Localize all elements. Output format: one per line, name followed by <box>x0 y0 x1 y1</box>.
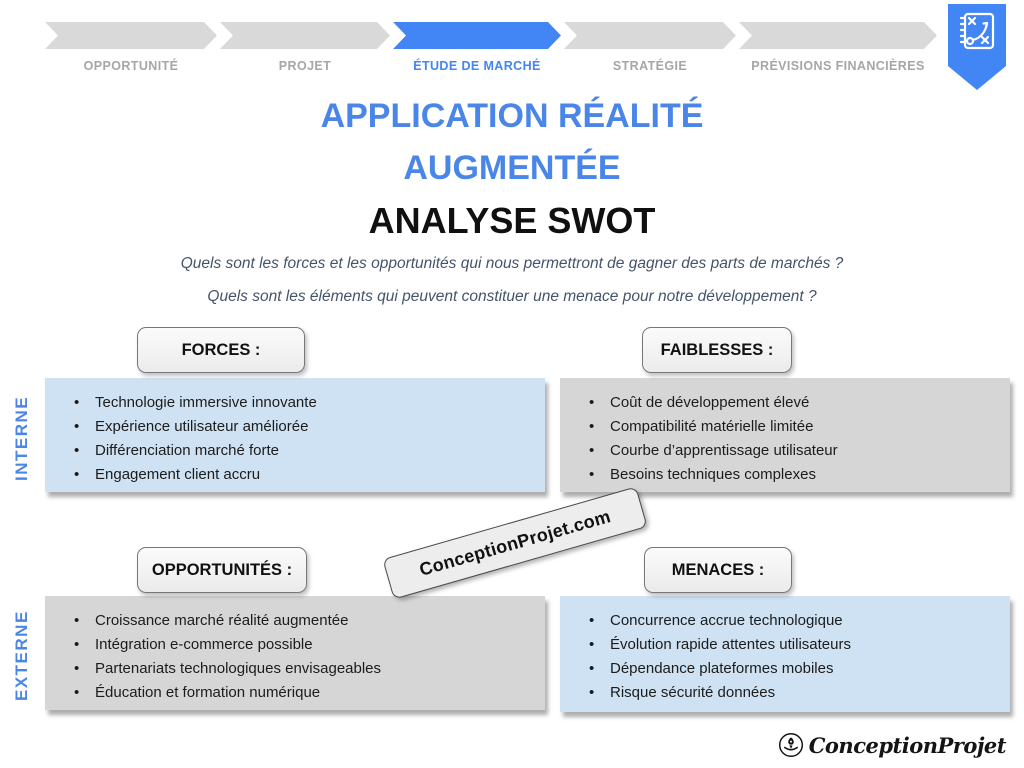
opportunites-panel: Croissance marché réalité augmentéeIntég… <box>45 596 545 710</box>
step-label: OPPORTUNITÉ <box>83 59 179 73</box>
page-title-line2: AUGMENTÉE <box>403 149 621 187</box>
opportunites-list: Croissance marché réalité augmentéeIntég… <box>45 596 545 705</box>
question-1: Quels sont les forces et les opportunité… <box>180 255 844 272</box>
menaces-list: Concurrence accrue technologiqueÉvolutio… <box>560 596 1010 705</box>
stepper-step-projet[interactable]: PROJET <box>220 22 390 73</box>
step-label: PROJET <box>278 59 332 73</box>
bullet-item: Coût de développement élevé <box>560 391 1002 415</box>
question-2: Quels sont les éléments qui peuvent cons… <box>207 288 817 305</box>
stepper-step-opportunite[interactable]: OPPORTUNITÉ <box>45 22 217 73</box>
bullet-item: Courbe d’apprentissage utilisateur <box>560 439 1002 463</box>
axis-label-interne: INTERNE <box>12 395 31 481</box>
step-label: PRÉVISIONS FINANCIÈRES <box>751 59 925 73</box>
step-label: STRATÉGIE <box>612 59 688 73</box>
faiblesses-header: FAIBLESSES : <box>642 327 792 373</box>
bullet-item: Croissance marché réalité augmentée <box>45 609 537 633</box>
title-block: APPLICATION RÉALITÉ AUGMENTÉE ANALYSE SW… <box>0 90 1024 244</box>
bullet-item: Engagement client accru <box>45 463 537 487</box>
stepper-step-previsions-financieres[interactable]: PRÉVISIONS FINANCIÈRES <box>739 22 937 73</box>
menaces-panel: Concurrence accrue technologiqueÉvolutio… <box>560 596 1010 712</box>
watermark-badge: ConceptionProjet.com <box>382 486 648 600</box>
chevron-shape <box>220 22 390 49</box>
bullet-item: Expérience utilisateur améliorée <box>45 415 537 439</box>
bullet-item: Compatibilité matérielle limitée <box>560 415 1002 439</box>
menaces-header: MENACES : <box>644 547 792 593</box>
page-title-swot: ANALYSE SWOT <box>368 200 656 241</box>
guiding-questions: Quels sont les forces et les opportunité… <box>0 255 1024 321</box>
bullet-item: Intégration e-commerce possible <box>45 633 537 657</box>
footer-logo-text: ConceptionProjet <box>808 732 1007 758</box>
bullet-item: Dépendance plateformes mobiles <box>560 657 1002 681</box>
footer-logo: ConceptionProjet <box>778 732 1007 758</box>
axis-label-externe: EXTERNE <box>12 610 31 702</box>
step-label: ÉTUDE DE MARCHÉ <box>413 59 541 73</box>
bullet-item: Besoins techniques complexes <box>560 463 1002 487</box>
forces-header: FORCES : <box>137 327 305 373</box>
opportunites-header: OPPORTUNITÉS : <box>137 547 307 593</box>
chevron-shape <box>739 22 937 49</box>
page-title-line1: APPLICATION RÉALITÉ <box>320 97 704 135</box>
stepper-step-etude-de-marche[interactable]: ÉTUDE DE MARCHÉ <box>393 22 561 73</box>
bullet-item: Différenciation marché forte <box>45 439 537 463</box>
bookmark-ribbon <box>948 4 1006 90</box>
chevron-shape <box>45 22 217 49</box>
chevron-shape <box>564 22 736 49</box>
bullet-item: Éducation et formation numérique <box>45 681 537 705</box>
bullet-item: Partenariats technologiques envisageable… <box>45 657 537 681</box>
stepper-step-strategie[interactable]: STRATÉGIE <box>564 22 736 73</box>
faiblesses-list: Coût de développement élevéCompatibilité… <box>560 378 1010 487</box>
forces-list: Technologie immersive innovanteExpérienc… <box>45 378 545 487</box>
forces-panel: Technologie immersive innovanteExpérienc… <box>45 378 545 492</box>
bullet-item: Technologie immersive innovante <box>45 391 537 415</box>
bullet-item: Évolution rapide attentes utilisateurs <box>560 633 1002 657</box>
strategy-playbook-icon <box>948 4 1006 90</box>
hand-rocket-icon <box>778 732 803 758</box>
bullet-item: Risque sécurité données <box>560 681 1002 705</box>
bullet-item: Concurrence accrue technologique <box>560 609 1002 633</box>
process-stepper: OPPORTUNITÉ PROJET ÉTUDE DE MARCHÉ STRAT… <box>45 22 937 73</box>
chevron-shape <box>393 22 561 49</box>
faiblesses-panel: Coût de développement élevéCompatibilité… <box>560 378 1010 492</box>
